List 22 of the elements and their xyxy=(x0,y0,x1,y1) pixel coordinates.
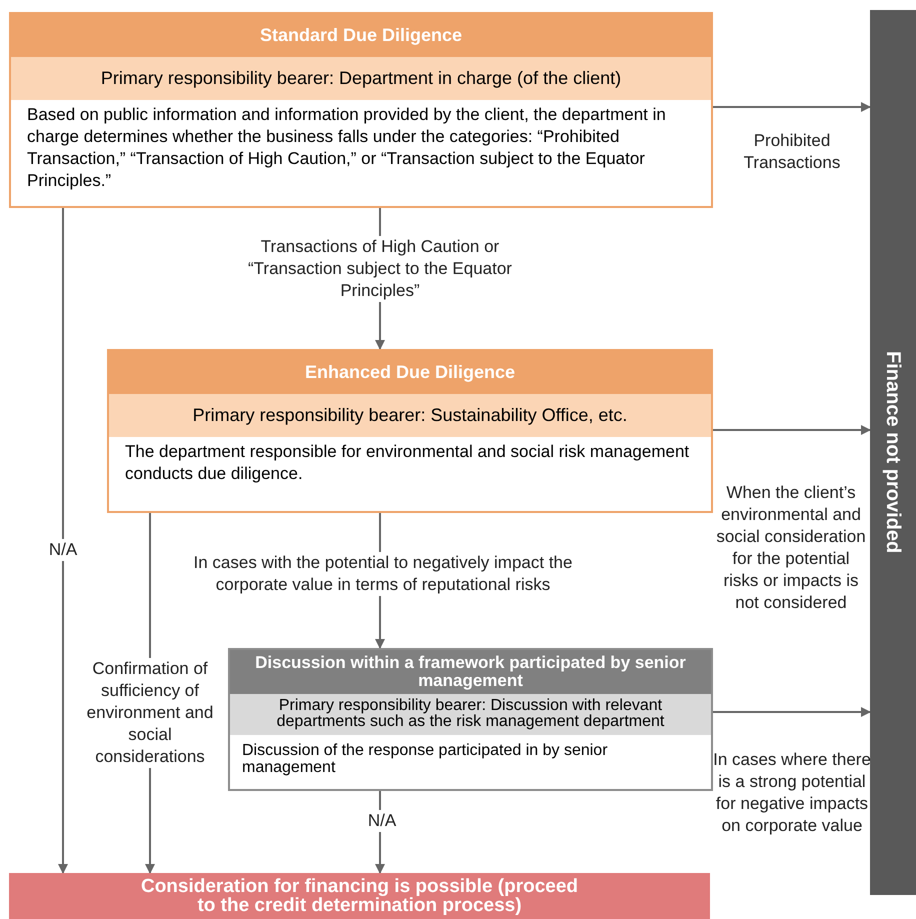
process-box xyxy=(107,349,713,513)
arrow xyxy=(713,707,871,717)
responsibility-band: Primary responsibility bearer: Sustainability Office, etc. xyxy=(109,394,711,437)
outcome-bar xyxy=(870,10,916,895)
box-body-text: The department responsible for environmental and social risk management conducts due diligence. xyxy=(124,441,690,486)
responsibility-band: Primary responsibility bearer: Discussion with relevant departments such as the risk management department xyxy=(230,694,711,736)
process-box xyxy=(228,648,713,791)
outcome-text: Consideration for financing is possible (proceed to the credit determination process) xyxy=(140,877,580,915)
arrow xyxy=(713,425,871,435)
box-heading: Standard Due Diligence xyxy=(11,14,711,57)
arrow xyxy=(58,208,68,874)
edge-label: N/A xyxy=(48,538,78,562)
edge-label: N/A xyxy=(368,810,396,832)
outcome-bar xyxy=(9,873,710,919)
box-body-text: Discussion of the response participated in by senior management xyxy=(241,741,609,778)
arrow xyxy=(713,102,871,112)
outcome-text: Finance not provided xyxy=(881,351,905,554)
box-heading: Enhanced Due Diligence xyxy=(109,351,711,394)
responsibility-band: Primary responsibility bearer: Department in charge (of the client) xyxy=(11,57,711,100)
box-heading: Discussion within a framework participated by senior management xyxy=(230,650,711,694)
process-box xyxy=(9,12,713,208)
box-body-text: Based on public information and information provided by the client, the department in charge determines whether the business falls under the categories: “Prohibited Transaction,” “Transaction of High Caution,” or “Transaction subject to the Equator Principles.” xyxy=(26,104,667,192)
